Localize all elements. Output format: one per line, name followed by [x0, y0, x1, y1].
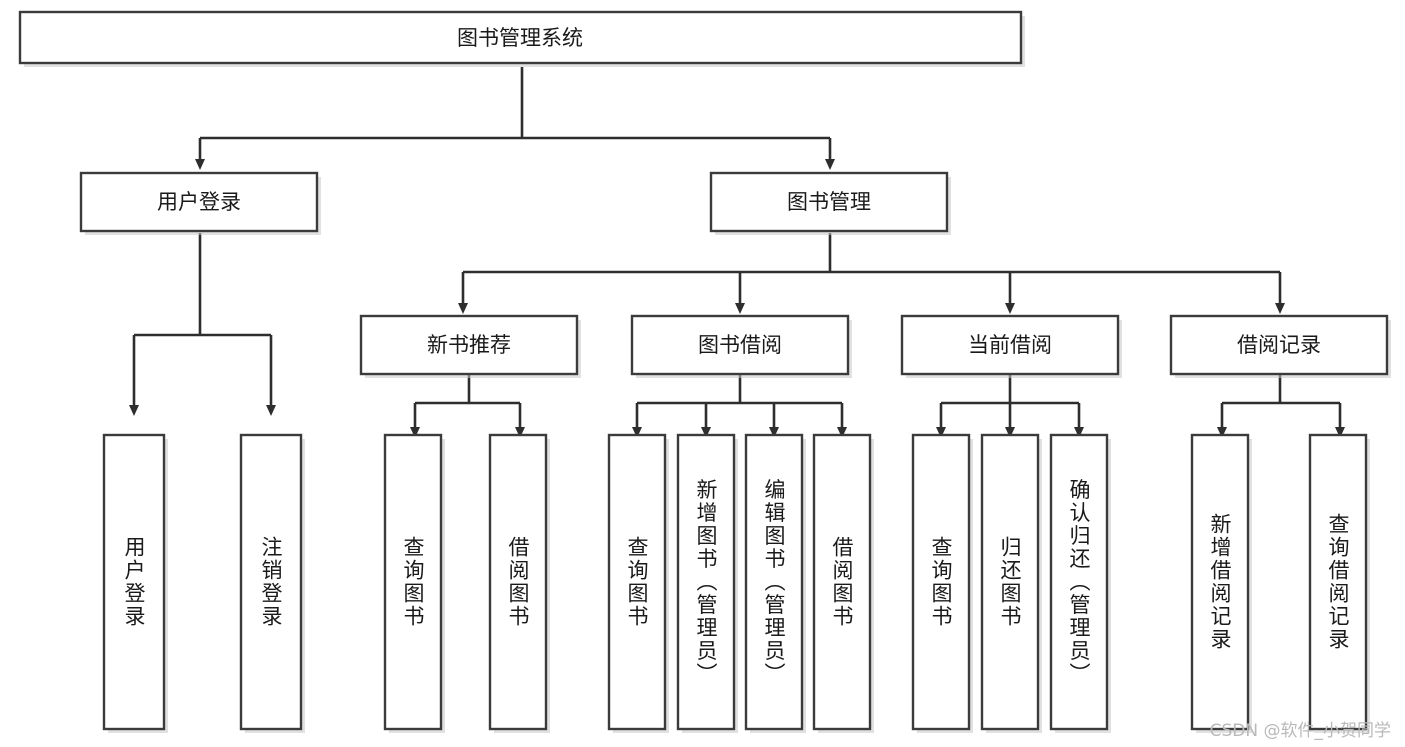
edge-bookborrow-to-leaves [632, 374, 847, 438]
node-leaf-borrow-book-2[interactable]: 借阅图书 [812, 433, 874, 733]
node-user-login[interactable]: 用户登录 [79, 171, 321, 235]
node-book-borrow[interactable]: 图书借阅 [630, 314, 852, 378]
node-leaf-add-book[interactable]: 新增图书（管理员） [676, 433, 738, 733]
node-borrow-record-label: 借阅记录 [1237, 333, 1321, 357]
node-book-borrow-label: 图书借阅 [698, 333, 782, 357]
node-leaf-edit-book[interactable]: 编辑图书（管理员） [744, 433, 806, 733]
node-leaf-user-login-label: 用户登录 [122, 536, 146, 628]
node-leaf-query-book-3-label: 查询图书 [929, 536, 953, 628]
edge-layer [129, 67, 1345, 438]
node-leaf-add-book-label: 新增图书（管理员） [694, 479, 718, 686]
node-book-manage-label: 图书管理 [787, 190, 871, 214]
node-borrow-record[interactable]: 借阅记录 [1169, 314, 1391, 378]
node-root[interactable]: 图书管理系统 [18, 10, 1025, 67]
edge-bookmanage-to-level2 [458, 233, 1285, 314]
node-leaf-query-record[interactable]: 查询借阅记录 [1308, 433, 1370, 733]
node-leaf-borrow-book-1[interactable]: 借阅图书 [488, 433, 550, 733]
node-leaf-query-book-1[interactable]: 查询图书 [383, 433, 445, 733]
node-leaf-return-book-label: 归还图书 [998, 536, 1022, 628]
node-leaf-borrow-book-1-label: 借阅图书 [506, 536, 530, 628]
node-current-borrow-label: 当前借阅 [968, 333, 1052, 357]
node-leaf-query-book-2[interactable]: 查询图书 [607, 433, 669, 733]
edge-userlogin-to-leaves [129, 233, 276, 416]
node-leaf-confirm-return-label: 确认归还（管理员） [1067, 479, 1091, 686]
node-leaf-confirm-return[interactable]: 确认归还（管理员） [1049, 433, 1111, 733]
node-leaf-logout[interactable]: 注销登录 [239, 433, 305, 733]
edge-currentborrow-to-leaves [936, 374, 1084, 438]
node-leaf-add-record[interactable]: 新增借阅记录 [1190, 433, 1252, 733]
node-leaf-borrow-book-2-label: 借阅图书 [830, 536, 854, 628]
node-user-login-label: 用户登录 [157, 190, 241, 214]
node-new-book-recommend[interactable]: 新书推荐 [359, 314, 581, 378]
node-leaf-query-book-1-label: 查询图书 [401, 536, 425, 628]
node-root-label: 图书管理系统 [457, 26, 583, 50]
node-leaf-edit-book-label: 编辑图书（管理员） [762, 479, 786, 686]
node-book-manage[interactable]: 图书管理 [709, 171, 951, 235]
node-leaf-add-record-label: 新增借阅记录 [1208, 513, 1232, 651]
node-leaf-logout-label: 注销登录 [259, 536, 283, 628]
node-current-borrow[interactable]: 当前借阅 [900, 314, 1122, 378]
edge-borrowrecord-to-leaves [1217, 374, 1345, 438]
node-leaf-return-book[interactable]: 归还图书 [980, 433, 1042, 733]
node-leaf-query-book-3[interactable]: 查询图书 [911, 433, 973, 733]
node-leaf-query-record-label: 查询借阅记录 [1326, 513, 1350, 651]
edge-newbook-to-leaves [410, 374, 525, 438]
edge-root-to-level1 [195, 67, 835, 170]
node-new-book-recommend-label: 新书推荐 [427, 333, 511, 357]
node-leaf-query-book-2-label: 查询图书 [625, 536, 649, 628]
node-leaf-user-login[interactable]: 用户登录 [102, 433, 168, 733]
